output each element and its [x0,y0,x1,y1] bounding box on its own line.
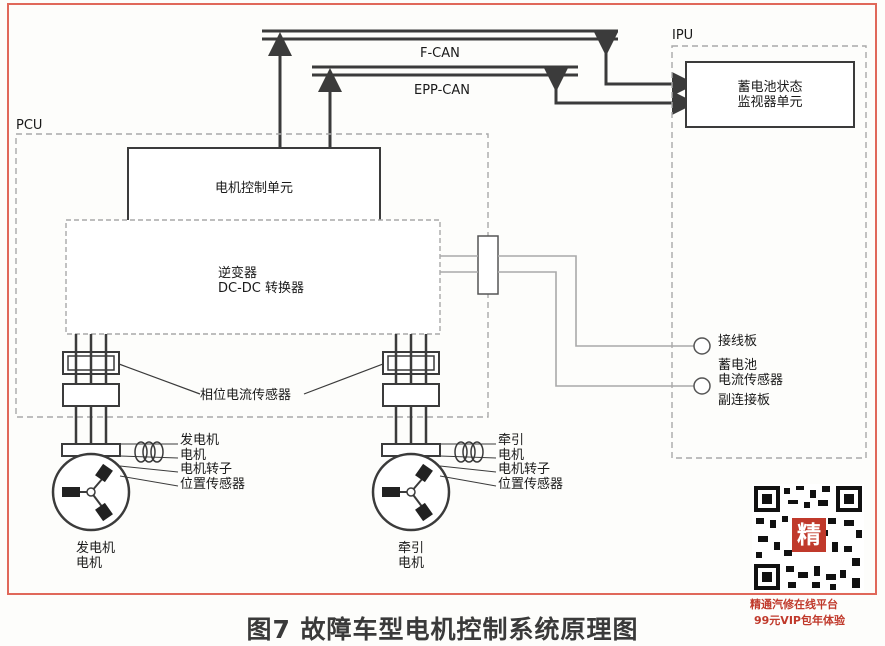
traction-phase-wiring [382,334,440,448]
watermark-line-2: 99元VIP包年体验 [754,614,845,627]
inverter-label: 逆变器 DC-DC 转换器 [218,266,304,296]
phase-sensor-leader-left [118,363,201,395]
generator-motor-side-label: 发电机 电机 [180,433,220,463]
sub-junction-board-label: 副连接板 [718,393,771,408]
traction-rotor-sensor [454,441,484,463]
qr-badge-text: 精 [797,521,821,549]
watermark-line-1: 精通汽修在线平台 [750,598,838,611]
generator-rotor-sensor [134,441,164,463]
junction-board-line [498,255,694,347]
inverter-box [65,219,441,335]
connector-block [477,235,499,295]
ipu-label: IPU [672,28,694,43]
motor-control-unit-label: 电机控制单元 [214,181,293,196]
ipu-box [671,45,867,459]
epp-can-label: EPP-CAN [414,83,470,98]
sub-junction-line [498,271,694,387]
battery-current-sensor-label: 蓄电池 电流传感器 [718,358,784,388]
junction-board-label: 接线板 [718,334,758,349]
generator-phase-wiring [62,334,120,448]
f-can-label: F-CAN [420,46,460,61]
pcu-label: PCU [16,118,43,133]
traction-motor-symbol [371,443,451,532]
epp-can-bus [312,65,578,77]
sub-junction-terminal [693,377,711,395]
phase-current-sensor-label: 相位电流传感器 [200,388,292,403]
f-can-bus [262,29,618,41]
generator-rotor-sensor-label: 电机转子 位置传感器 [180,462,246,492]
traction-motor-side-label: 牵引 电机 [498,433,525,463]
outer-frame [7,3,877,595]
motor-control-unit-box [127,147,381,230]
bms-box [685,61,855,128]
figure-caption: 图7 故障车型电机控制系统原理图 [246,615,639,644]
eppcan-to-bms-line [544,68,696,115]
traction-motor-name: 牵引 电机 [398,541,425,571]
phase-sensor-leader-right [303,363,384,395]
generator-motor-name: 发电机 电机 [76,541,116,571]
generator-motor-symbol [51,443,131,532]
junction-board-terminal [693,337,711,355]
qr-code-icon: 精 [752,484,864,592]
bms-label: 蓄电池状态 监视器单元 [737,80,803,110]
traction-rotor-sensor-label: 电机转子 位置传感器 [498,462,564,492]
